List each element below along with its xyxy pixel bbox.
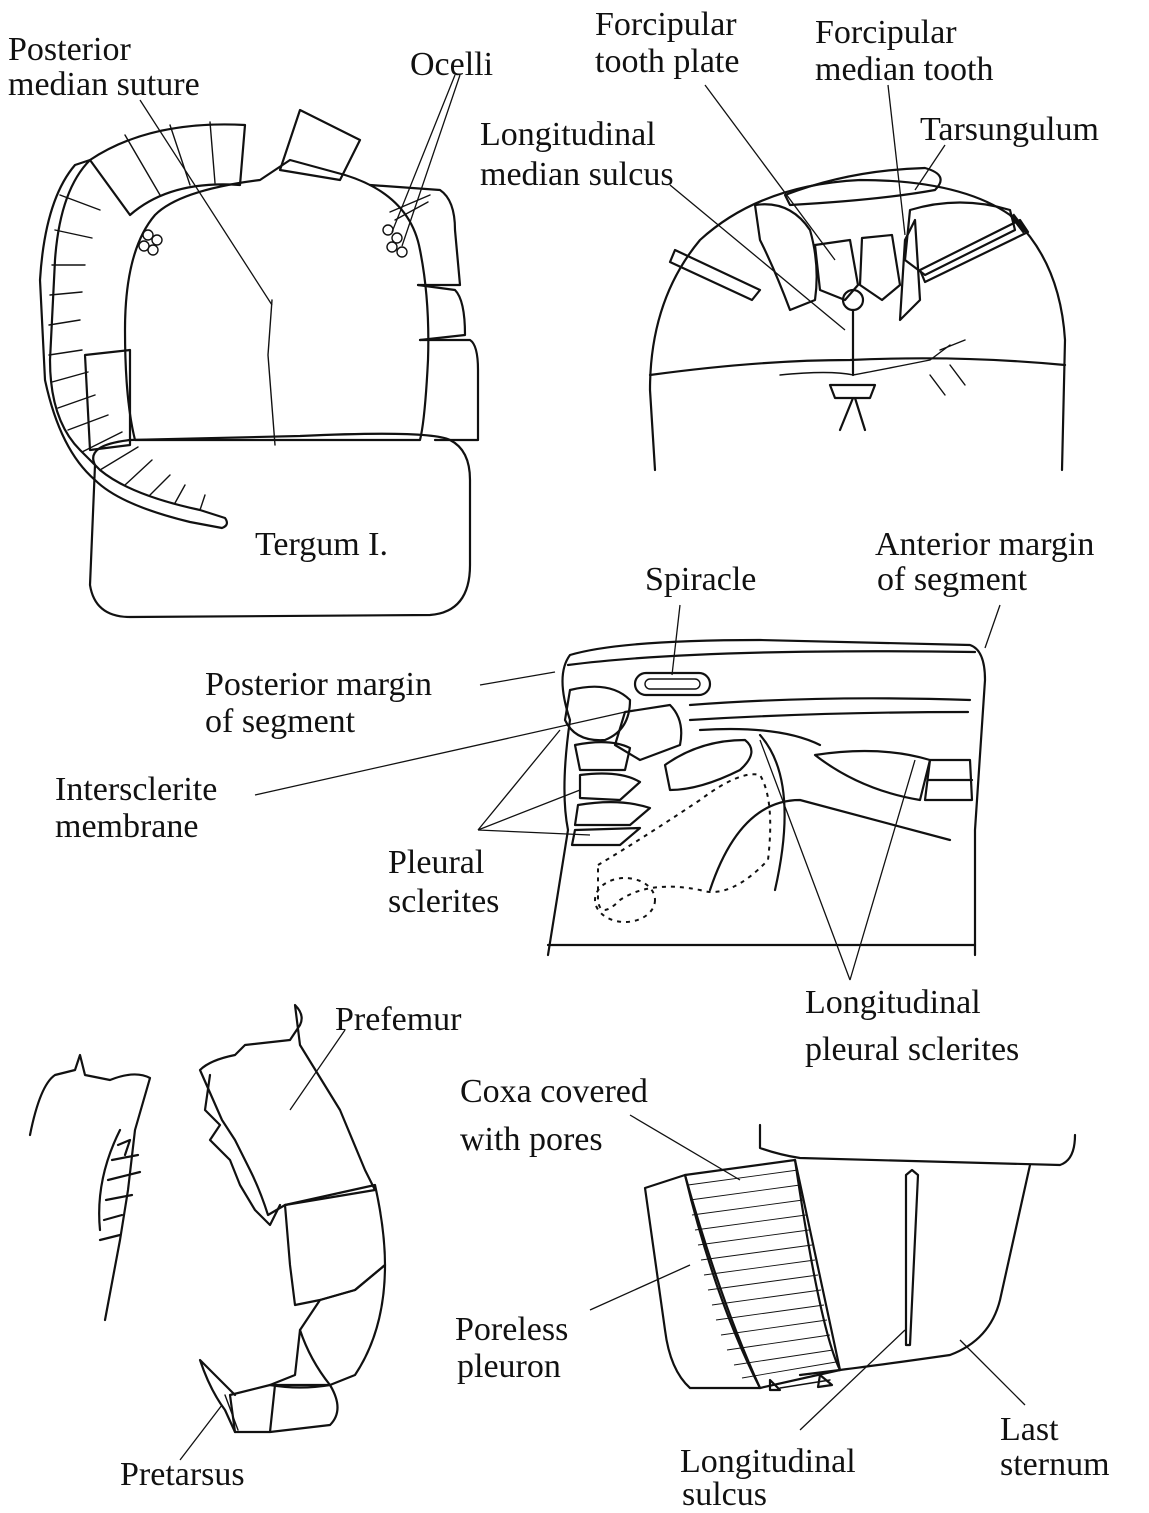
forcipule-left-body: [755, 204, 817, 310]
leader-pretarsus: [180, 1405, 222, 1460]
leader-poreless-pleuron: [590, 1265, 690, 1310]
label-ocelli: Ocelli: [410, 46, 493, 83]
label-forcipular-median-tooth-2: median tooth: [815, 51, 993, 88]
leader-anterior-margin: [985, 605, 1000, 648]
leader-prefemur: [290, 1030, 345, 1110]
forcipular-tooth-plate-right: [860, 235, 900, 300]
leader-longitudinal-sulcus: [800, 1330, 905, 1430]
label-longitudinal-sulcus-1: Longitudinal: [680, 1443, 856, 1480]
spiracle: [635, 673, 710, 695]
ocelli-left: [139, 230, 162, 255]
forcipule-left-rod: [670, 250, 760, 300]
label-longitudinal-pleural-1: Longitudinal: [805, 984, 981, 1021]
leader-forcipular-tooth-plate: [705, 85, 835, 260]
labrum: [280, 110, 360, 180]
label-pleural-sclerites-1: Pleural: [388, 844, 484, 881]
leg-right-tibia: [300, 1265, 385, 1385]
leg-left-spines: [100, 1140, 140, 1240]
label-longitudinal-sulcus-2: sulcus: [682, 1476, 767, 1508]
label-intersclerite-2: membrane: [55, 808, 199, 845]
label-pretarsus: Pretarsus: [120, 1456, 245, 1493]
head-capsule: [125, 160, 428, 440]
leader-ocelli: [392, 75, 460, 246]
label-poreless-pleuron-1: Poreless: [455, 1311, 568, 1348]
posterior-median-suture: [268, 300, 275, 445]
label-anterior-margin-1: Anterior margin: [875, 526, 1094, 563]
pleural-sclerite-2: [615, 705, 681, 760]
poreless-pleuron: [645, 1175, 760, 1388]
segment-outline: [548, 640, 985, 955]
leader-posterior-median-suture: [140, 100, 272, 305]
label-forcipular-tooth-plate-2: tooth plate: [595, 43, 739, 80]
label-intersclerite-1: Intersclerite: [55, 771, 217, 808]
leader-pleural-sclerites: [478, 730, 590, 835]
label-posterior-margin-2: of segment: [205, 703, 356, 740]
label-tergum: Tergum I.: [255, 526, 388, 563]
label-longitudinal-pleural-2: pleural sclerites: [805, 1031, 1019, 1068]
label-spiracle: Spiracle: [645, 561, 756, 598]
head-ventral-panel: Forcipular tooth plate Forcipular median…: [480, 6, 1099, 470]
label-longitudinal-median-sulcus-2: median sulcus: [480, 156, 674, 193]
maxilla-right: [418, 285, 465, 340]
pleural-lower-curve: [710, 800, 950, 890]
branching-sulci: [930, 340, 965, 395]
leader-longitudinal-median-sulcus: [670, 185, 845, 330]
longitudinal-median-sulcus: [830, 310, 875, 430]
forcipule-segment-left: [85, 350, 130, 450]
label-last-sternum-2: sternum: [1000, 1446, 1110, 1483]
leader-coxa-pores: [630, 1115, 740, 1180]
leader-posterior-margin: [480, 672, 555, 685]
label-tarsungulum: Tarsungulum: [920, 111, 1099, 148]
label-prefemur: Prefemur: [335, 1001, 462, 1038]
tergite-stripes: [690, 698, 970, 720]
legs-panel: Prefemur Pretarsus: [30, 1001, 462, 1493]
segment-lateral-panel: Anterior margin of segment Spiracle Post…: [55, 526, 1094, 1068]
label-coxa-pores-1: Coxa covered: [460, 1073, 648, 1110]
leader-spiracle: [672, 605, 680, 675]
label-last-sternum-1: Last: [1000, 1411, 1059, 1448]
last-segment-panel: Coxa covered with pores Poreless pleuron…: [455, 1073, 1110, 1508]
ocelli-right-stripe: [390, 195, 430, 220]
leg-left-fragment: [30, 1055, 150, 1320]
label-pleural-sclerites-2: sclerites: [388, 883, 499, 920]
forcipular-coxosternum: [650, 180, 1065, 470]
label-anterior-margin-2: of segment: [877, 561, 1028, 598]
label-posterior-margin-1: Posterior margin: [205, 666, 432, 703]
label-coxa-pores-2: with pores: [460, 1121, 603, 1158]
pleural-sclerite-mid: [665, 740, 751, 790]
pleural-sclerite-3: [575, 742, 630, 770]
spiracle-inner: [645, 679, 700, 689]
label-poreless-pleuron-2: pleuron: [457, 1348, 561, 1385]
dashed-coxa: [595, 878, 655, 922]
label-longitudinal-median-sulcus-1: Longitudinal: [480, 116, 656, 153]
label-posterior-median-suture-1: Posterior: [8, 31, 131, 68]
label-forcipular-tooth-plate-1: Forcipular: [595, 6, 737, 43]
leader-forcipular-median-tooth: [888, 85, 905, 235]
leg-right-tarsus2: [230, 1385, 338, 1432]
longitudinal-sulcus: [906, 1170, 918, 1345]
label-forcipular-median-tooth-1: Forcipular: [815, 14, 957, 51]
pleural-plates-right: [925, 760, 972, 800]
segment-front-edge: [760, 1125, 1075, 1165]
antenna: [40, 122, 245, 528]
sulcus-markers: [770, 1375, 832, 1390]
coxosternum-border: [650, 358, 1065, 375]
tergite-edge: [568, 651, 975, 665]
longitudinal-sclerite-curve: [700, 729, 820, 890]
longitudinal-pleural-sclerite-right: [815, 751, 930, 800]
head-dorsal-panel: Posterior median suture Ocelli Tergum I.: [8, 31, 493, 617]
leg-right-tarsus1: [270, 1330, 330, 1388]
leg-right-inner-edge: [205, 1075, 280, 1225]
leader-last-sternum: [960, 1340, 1025, 1405]
label-posterior-median-suture-2: median suture: [8, 66, 200, 103]
